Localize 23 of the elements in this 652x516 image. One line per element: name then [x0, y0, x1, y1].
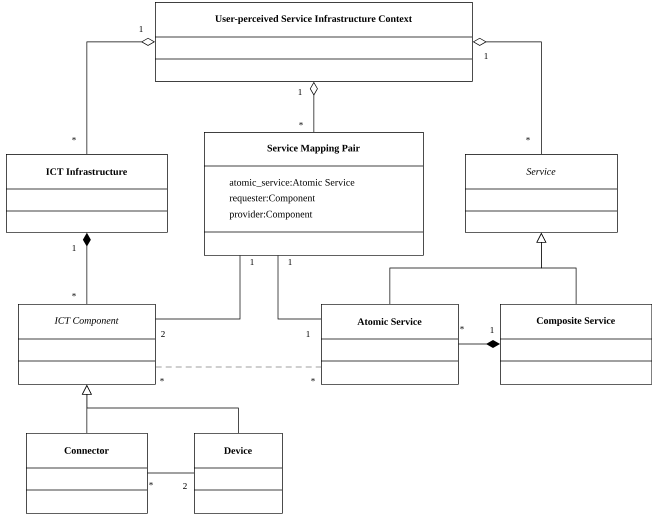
class-box: Service	[464, 154, 618, 233]
class-box: Composite Service	[500, 304, 652, 385]
association-line	[86, 38, 155, 154]
attribute-text: atomic_service:Atomic Service	[230, 179, 354, 187]
multiplicity-label: 1	[484, 53, 488, 59]
multiplicity-label: *	[72, 137, 76, 140]
association-line	[147, 472, 194, 474]
class-box: ICT Component	[18, 304, 156, 385]
association-line	[155, 255, 240, 320]
class-box: ICT Infrastructure	[6, 154, 168, 233]
attribute-text: requester:Component	[230, 194, 316, 204]
association-line	[458, 340, 500, 348]
class-box: Connector	[26, 432, 148, 514]
class-box: Device	[194, 432, 283, 514]
multiplicity-label: 1	[306, 331, 310, 337]
class-box: User-perceived Service Infrastructure Context	[154, 2, 473, 82]
multiplicity-label: 1	[140, 26, 143, 32]
class-box: Atomic Service	[320, 304, 459, 385]
attribute-text: provider:Component	[230, 210, 312, 220]
multiplicity-label: 1	[72, 245, 76, 251]
association-line	[278, 255, 322, 320]
dependency-line	[155, 366, 322, 368]
multiplicity-label: *	[526, 137, 530, 140]
